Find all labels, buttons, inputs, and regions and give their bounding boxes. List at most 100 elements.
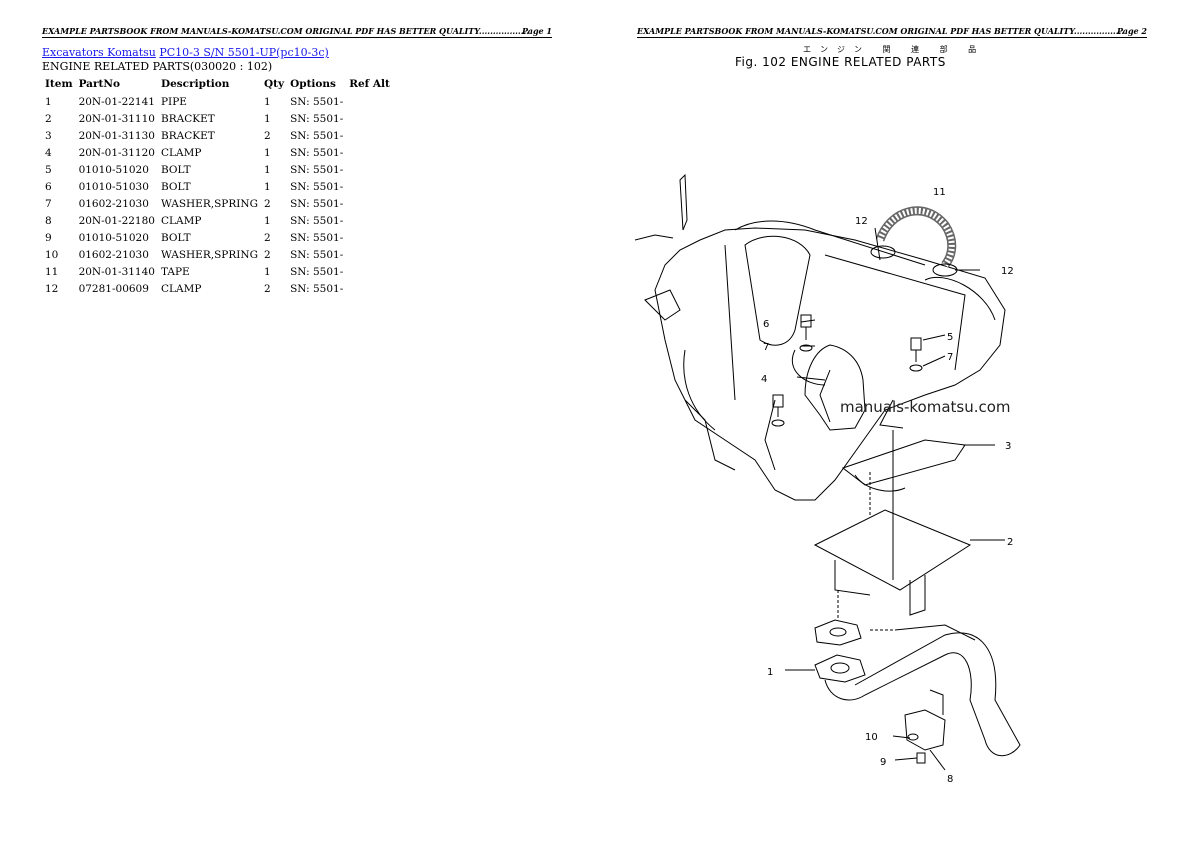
cell-item: 2 bbox=[45, 112, 52, 125]
cell-partno: 01010-51020 bbox=[78, 231, 149, 244]
callout-label: 10 bbox=[865, 732, 878, 743]
cell-ref-alt bbox=[346, 161, 393, 178]
callout-label: 6 bbox=[763, 319, 769, 330]
cell-description: BRACKET bbox=[160, 112, 215, 125]
cell-partno: 01602-21030 bbox=[78, 248, 149, 261]
cell-description: BOLT bbox=[160, 163, 191, 176]
callout-label: 9 bbox=[880, 757, 886, 768]
watermark: manuals-komatsu.com bbox=[840, 398, 1011, 416]
cell-options: SN: 5501- bbox=[290, 112, 344, 125]
cell-ref-alt bbox=[346, 144, 393, 161]
cell-qty: 1 bbox=[263, 112, 271, 125]
callout-lines bbox=[785, 227, 1005, 771]
cell-item: 8 bbox=[45, 214, 52, 227]
cell-ref-alt bbox=[346, 178, 393, 195]
page-2: EXAMPLE PARTSBOOK FROM MANUALS-KOMATSU.C… bbox=[595, 0, 1190, 842]
cell-item: 11 bbox=[45, 265, 59, 278]
cell-partno: 20N-01-31120 bbox=[78, 146, 155, 159]
cell-options: SN: 5501- bbox=[290, 265, 344, 278]
callout-label: 4 bbox=[761, 374, 767, 385]
bracket-2-drawing bbox=[813, 430, 972, 616]
cell-item: 9 bbox=[45, 231, 52, 244]
cell-item: 3 bbox=[45, 129, 52, 142]
cell-options: SN: 5501- bbox=[290, 129, 344, 142]
cell-ref-alt bbox=[346, 212, 393, 229]
cell-partno: 20N-01-31110 bbox=[78, 112, 155, 125]
cell-ref-alt bbox=[346, 195, 393, 212]
cell-description: CLAMP bbox=[160, 282, 202, 295]
cell-description: CLAMP bbox=[160, 214, 202, 227]
cell-partno: 20N-01-31130 bbox=[78, 129, 155, 142]
cell-ref-alt bbox=[346, 110, 393, 127]
page-number: Page 1 bbox=[521, 26, 552, 36]
cell-item: 10 bbox=[45, 248, 59, 261]
cell-options: SN: 5501- bbox=[290, 214, 344, 227]
cell-ref-alt bbox=[346, 280, 393, 297]
cell-options: SN: 5501- bbox=[290, 163, 344, 176]
cell-options: SN: 5501- bbox=[290, 146, 344, 159]
callout-label: 7 bbox=[763, 342, 769, 353]
callout-labels: 11 12 12 6 7 5 7 4 3 2 1 10 9 8 bbox=[761, 187, 1014, 785]
column-header-partno: PartNo bbox=[78, 78, 120, 90]
cell-ref-alt bbox=[346, 93, 393, 110]
section-title: ENGINE RELATED PARTS(030020 : 102) bbox=[42, 60, 273, 73]
cell-qty: 2 bbox=[263, 231, 271, 244]
callout-label: 8 bbox=[947, 774, 953, 785]
clamp-8-drawing bbox=[904, 689, 946, 764]
cell-qty: 1 bbox=[263, 146, 271, 159]
cell-partno: 20N-01-22141 bbox=[78, 95, 155, 108]
column-header-item: Item bbox=[45, 78, 73, 90]
breadcrumb: Excavators Komatsu PC10-3 S/N 5501-UP(pc… bbox=[42, 46, 329, 59]
page-1: EXAMPLE PARTSBOOK FROM MANUALS-KOMATSU.C… bbox=[42, 26, 552, 297]
table-row: 2 20N-01-31110 BRACKET 1 SN: 5501- bbox=[42, 110, 393, 127]
cell-qty: 2 bbox=[263, 129, 271, 142]
callout-label: 1 bbox=[767, 667, 773, 678]
cell-item: 12 bbox=[45, 282, 59, 295]
column-header-description: Description bbox=[160, 78, 230, 90]
callout-label: 12 bbox=[855, 216, 868, 227]
exhaust-pipe-drawing bbox=[814, 624, 1021, 757]
cell-partno: 01602-21030 bbox=[78, 197, 149, 210]
parts-table: Item PartNo Description Qty Options Ref … bbox=[42, 77, 393, 297]
cell-description: TAPE bbox=[160, 265, 190, 278]
cell-qty: 2 bbox=[263, 282, 271, 295]
page-header: EXAMPLE PARTSBOOK FROM MANUALS-KOMATSU.C… bbox=[42, 26, 552, 38]
header-text: EXAMPLE PARTSBOOK FROM MANUALS-KOMATSU.C… bbox=[637, 26, 1125, 36]
cell-partno: 07281-00609 bbox=[78, 282, 149, 295]
cell-description: WASHER,SPRING bbox=[160, 248, 258, 261]
column-header-ref-alt: Ref Alt bbox=[349, 78, 390, 90]
cell-ref-alt bbox=[346, 263, 393, 280]
callout-label: 7 bbox=[947, 352, 953, 363]
callout-label: 3 bbox=[1005, 441, 1011, 452]
cell-qty: 1 bbox=[263, 180, 271, 193]
cell-partno: 01010-51020 bbox=[78, 163, 149, 176]
breadcrumb-link-model[interactable]: PC10-3 S/N 5501-UP(pc10-3c) bbox=[159, 46, 329, 59]
column-header-options: Options bbox=[290, 78, 336, 90]
header-text: EXAMPLE PARTSBOOK FROM MANUALS-KOMATSU.C… bbox=[42, 26, 530, 36]
cell-partno: 01010-51030 bbox=[78, 180, 149, 193]
callout-label: 2 bbox=[1007, 537, 1013, 548]
cell-options: SN: 5501- bbox=[290, 180, 344, 193]
page-number: Page 2 bbox=[1116, 26, 1147, 36]
callout-label: 11 bbox=[933, 187, 946, 198]
engine-block-drawing bbox=[634, 173, 1006, 501]
table-header-row: Item PartNo Description Qty Options Ref … bbox=[42, 77, 393, 93]
cell-qty: 1 bbox=[263, 214, 271, 227]
breadcrumb-link-excavators[interactable]: Excavators Komatsu bbox=[42, 46, 156, 59]
cell-description: PIPE bbox=[160, 95, 187, 108]
cell-description: BOLT bbox=[160, 180, 191, 193]
cell-ref-alt bbox=[346, 229, 393, 246]
callout-label: 12 bbox=[1001, 266, 1014, 277]
engine-parts-diagram: 11 12 12 6 7 5 7 4 3 2 1 10 9 8 bbox=[634, 173, 1021, 785]
cell-options: SN: 5501- bbox=[290, 282, 344, 295]
bracket-3-drawing bbox=[841, 439, 966, 492]
clamp-drawing bbox=[804, 344, 904, 431]
callout-label: 5 bbox=[947, 332, 953, 343]
